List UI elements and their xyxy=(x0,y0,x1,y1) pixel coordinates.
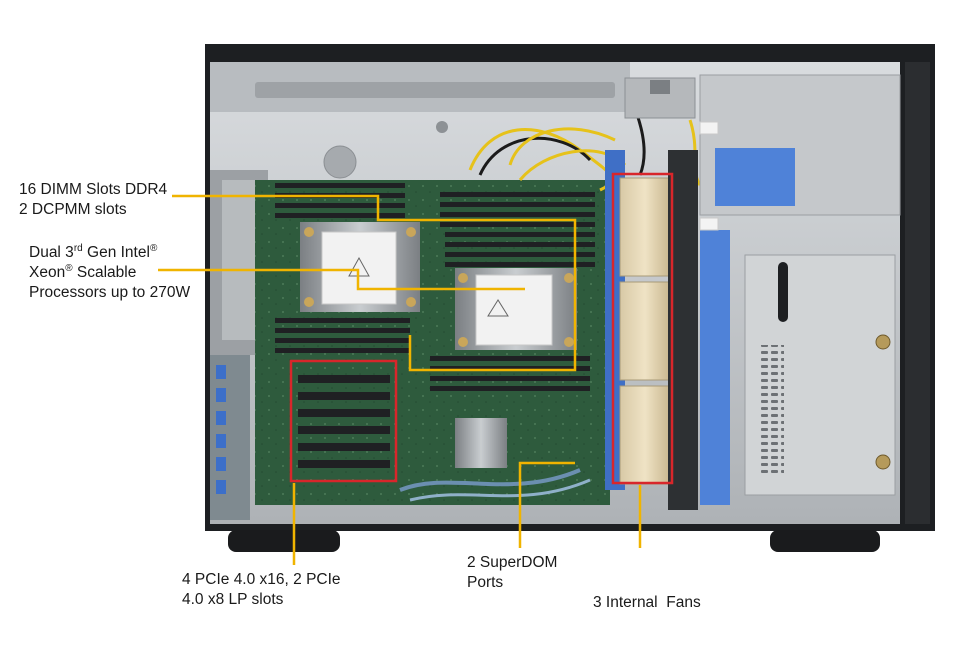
cpu-label-line3: Processors up to 270W xyxy=(29,284,191,301)
chassis-feet xyxy=(228,530,880,552)
cpu-label-line2: Xeon® Scalable xyxy=(29,263,190,283)
superdom-label-line1: 2 SuperDOM xyxy=(467,554,558,571)
chipset-heatsink xyxy=(399,418,591,502)
superdom-label-line2: Ports xyxy=(467,574,504,591)
cpu-callout-line xyxy=(158,268,525,291)
pcie-slots xyxy=(298,375,390,468)
cpu-label-sup: rd xyxy=(73,243,83,254)
dimm-label-line2: 2 DCPMM slots xyxy=(19,201,127,218)
psu-bracket xyxy=(624,77,696,119)
cpu-label-reg-1: ® xyxy=(149,243,158,254)
cpu-label-line2-a: Xeon xyxy=(29,264,66,281)
fans-label: 3 Internal Fans xyxy=(593,553,701,653)
drive-bays xyxy=(699,74,901,505)
fans-highlight xyxy=(611,172,674,485)
cpu-label-line2-b: Scalable xyxy=(72,264,137,281)
pcie-highlight xyxy=(289,359,398,483)
cpu-heatsink-2 xyxy=(455,268,577,350)
dimm-label-line1: 16 DIMM Slots DDR4 xyxy=(19,181,168,198)
pcie-label: 4 PCIe 4.0 x16, 2 PCIe 4.0 x8 LP slots xyxy=(182,570,341,610)
superdom-label: 2 SuperDOM Ports xyxy=(467,553,557,593)
dimm-label: 16 DIMM Slots DDR4 2 DCPMM slots xyxy=(19,180,167,220)
fan-modules xyxy=(605,150,698,510)
cpu-label-line1: Dual 3rd Gen Intel® xyxy=(29,243,190,263)
dimm-callout-line xyxy=(172,194,577,372)
fans-label-line1: 3 Internal Fans xyxy=(593,594,701,611)
dimm-slots xyxy=(275,183,595,391)
pcie-label-line2: 4.0 x8 LP slots xyxy=(182,591,284,608)
cpu-label-line1-b: Gen Intel xyxy=(82,244,150,261)
cpu-label-line1-a: Dual 3 xyxy=(29,244,74,261)
cpu-label-reg-2: ® xyxy=(65,263,73,274)
highlight-boxes xyxy=(289,172,674,485)
rear-io-brackets xyxy=(210,170,268,520)
callout-lines xyxy=(158,194,642,565)
pcie-label-line1: 4 PCIe 4.0 x16, 2 PCIe xyxy=(182,571,341,588)
cpu-heatsink-1 xyxy=(300,222,420,312)
superdom-callout-line xyxy=(518,461,575,548)
cpu-label: Dual 3rd Gen Intel® Xeon® Scalable Proce… xyxy=(29,243,190,303)
